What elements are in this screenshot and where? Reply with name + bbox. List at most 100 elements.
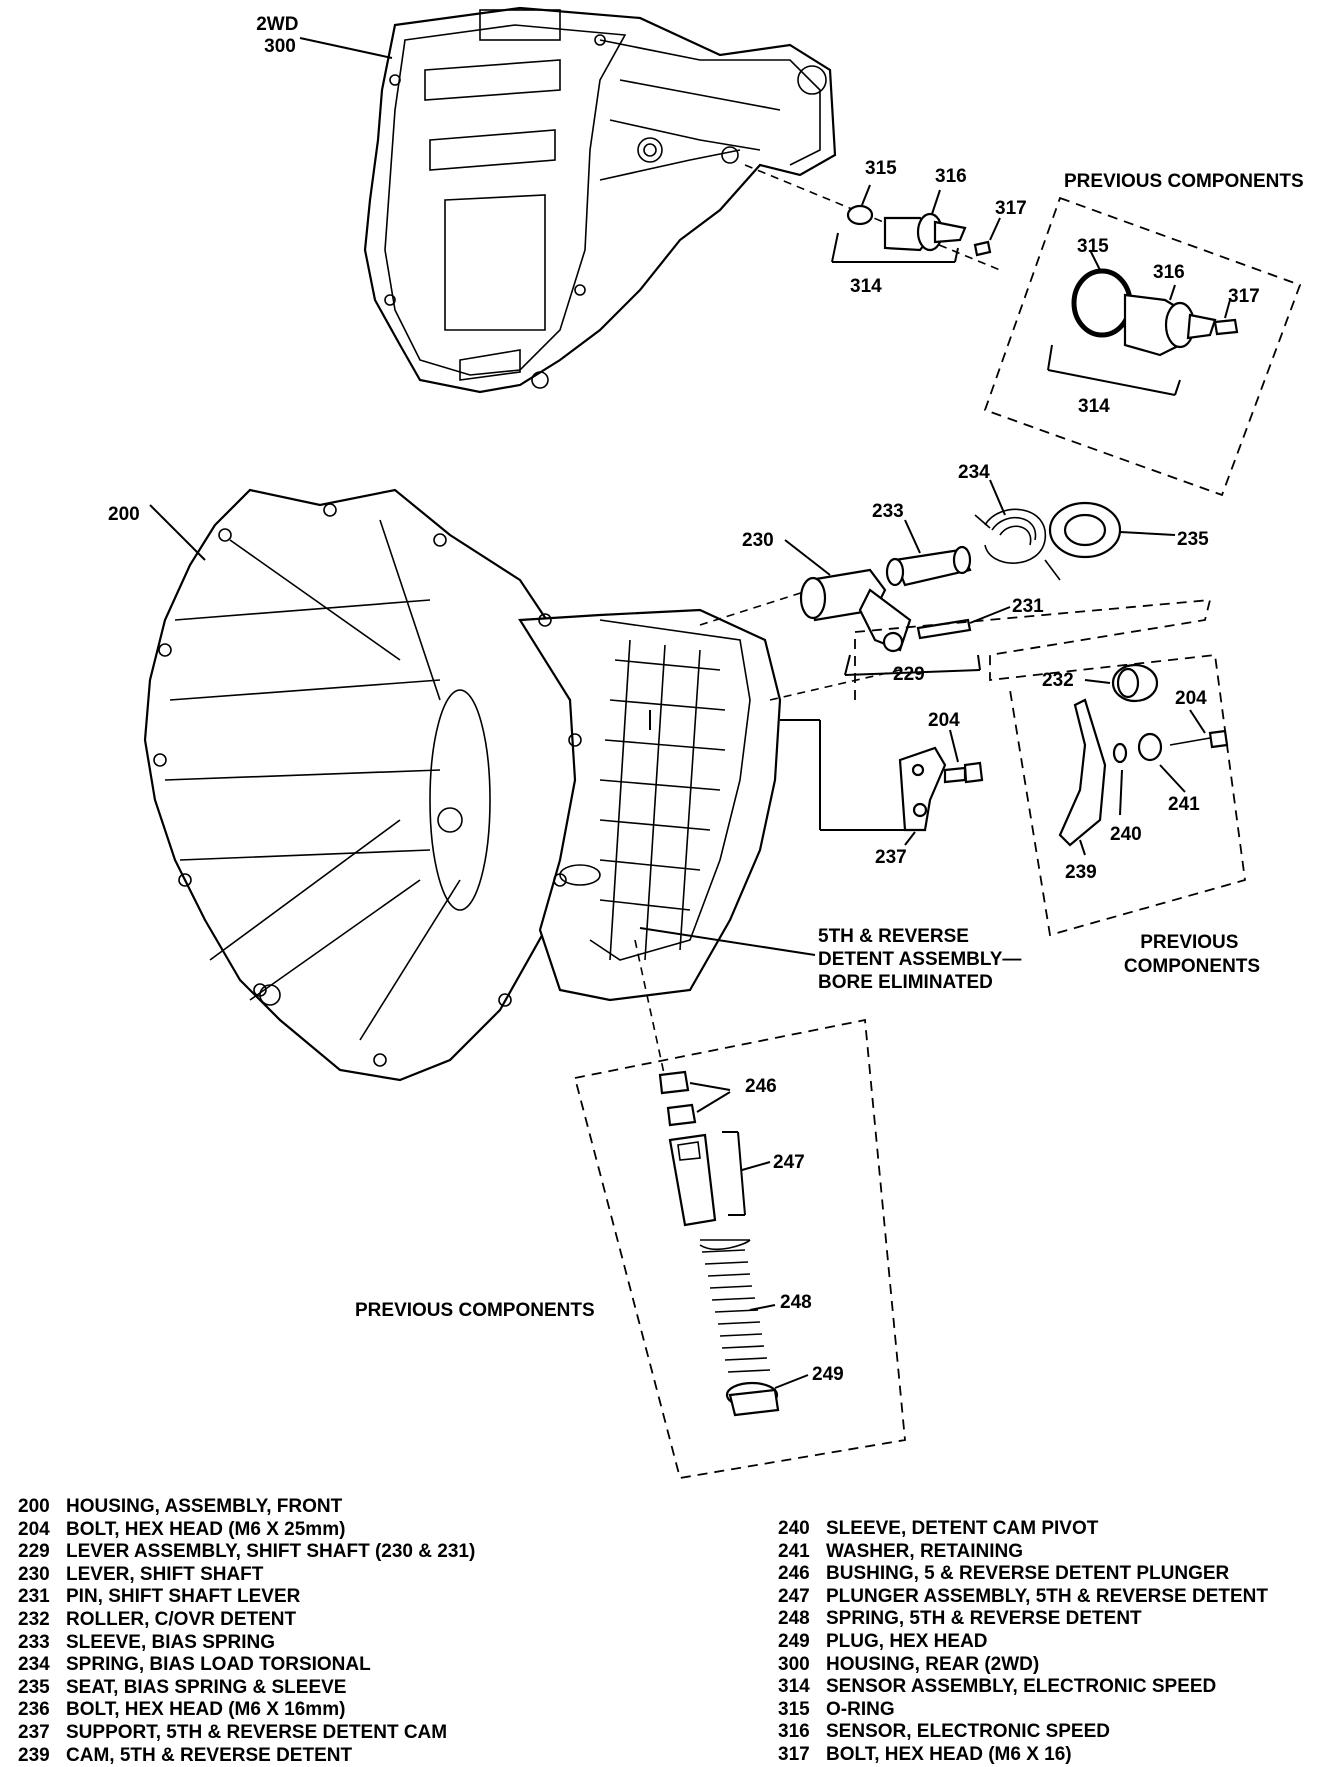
callout-204-cam: 204 — [1175, 688, 1207, 709]
legend-part-description: SPRING, 5TH & REVERSE DETENT — [826, 1608, 1142, 1630]
legend-part-number: 317 — [778, 1743, 810, 1765]
previous-components-box-top — [983, 196, 1302, 497]
callout-231: 231 — [1012, 596, 1044, 617]
legend-part-description: PLUG, HEX HEAD — [826, 1630, 988, 1652]
label-rear-housing-line1: 2WD — [256, 14, 298, 35]
legend-item: 249 PLUG, HEX HEAD — [778, 1631, 1268, 1654]
detent-cam-parts — [1058, 663, 1229, 847]
legend-part-number: 240 — [778, 1518, 810, 1539]
legend-item: 316 SENSOR, ELECTRONIC SPEED — [778, 1721, 1268, 1744]
legend-part-number: 314 — [778, 1676, 810, 1698]
sensor-assembly-small — [744, 164, 1001, 271]
detent-note-line3: BORE ELIMINATED — [818, 972, 993, 993]
previous-components-box-bottom — [573, 1018, 906, 1480]
detent-note-line2: DETENT ASSEMBLY— — [818, 949, 1021, 970]
callout-314-current: 314 — [850, 276, 882, 297]
callout-316-previous: 316 — [1153, 262, 1185, 283]
legend-part-number: 200 — [18, 1496, 50, 1517]
legend-part-description: BOLT, HEX HEAD (M6 X 16) — [826, 1743, 1072, 1765]
legend-part-number: 241 — [778, 1540, 810, 1562]
legend-part-description: SPRING, BIAS LOAD TORSIONAL — [66, 1654, 371, 1676]
parts-legend-right: 240 SLEEVE, DETENT CAM PIVOT 241 WASHER, RE… — [778, 1518, 1268, 1767]
callout-234: 234 — [958, 462, 990, 483]
legend-part-description: HOUSING, ASSEMBLY, FRONT — [66, 1496, 343, 1517]
front-housing-drawing — [143, 488, 782, 1082]
callout-230: 230 — [742, 530, 774, 551]
legend-part-number: 300 — [778, 1653, 810, 1675]
callout-239: 239 — [1065, 862, 1097, 883]
callout-240: 240 — [1110, 824, 1142, 845]
legend-part-number: 316 — [778, 1721, 810, 1743]
callout-248: 248 — [780, 1292, 812, 1313]
legend-item: 247 PLUNGER ASSEMBLY, 5TH & REVERSE DETEN… — [778, 1586, 1268, 1609]
legend-part-description: SLEEVE, DETENT CAM PIVOT — [826, 1518, 1099, 1539]
legend-part-number: 230 — [18, 1563, 50, 1585]
callout-314-previous: 314 — [1078, 396, 1110, 417]
legend-part-number: 249 — [778, 1630, 810, 1652]
header-previous-right-line1: PREVIOUS — [1140, 932, 1238, 953]
header-previous-components-top: PREVIOUS COMPONENTS — [1064, 171, 1304, 192]
legend-item: 234 SPRING, BIAS LOAD TORSIONAL — [18, 1654, 475, 1677]
legend-part-number: 237 — [18, 1721, 50, 1743]
legend-part-description: PLUNGER ASSEMBLY, 5TH & REVERSE DETENT — [826, 1585, 1269, 1607]
previous-components-box-right — [854, 598, 1246, 937]
legend-part-number: 248 — [778, 1608, 810, 1630]
label-front-housing: 200 — [108, 504, 140, 525]
legend-part-number: 233 — [18, 1631, 50, 1653]
legend-item: 240 SLEEVE, DETENT CAM PIVOT — [778, 1518, 1268, 1541]
legend-part-description: O-RING — [826, 1698, 895, 1720]
callout-249: 249 — [812, 1364, 844, 1385]
header-previous-components-bottom: PREVIOUS COMPONENTS — [355, 1300, 595, 1321]
legend-item: 300 HOUSING, REAR (2WD) — [778, 1654, 1268, 1677]
legend-item: 314 SENSOR ASSEMBLY, ELECTRONIC SPEED — [778, 1676, 1268, 1699]
callout-235: 235 — [1177, 529, 1209, 550]
legend-part-number: 315 — [778, 1698, 810, 1720]
legend-part-description: CAM, 5TH & REVERSE DETENT — [66, 1744, 353, 1766]
detent-note: 5TH & REVERSE DETENT ASSEMBLY— BORE ELIM… — [818, 926, 1027, 993]
legend-part-number: 234 — [18, 1654, 50, 1676]
legend-part-description: LEVER, SHIFT SHAFT — [66, 1563, 264, 1585]
label-rear-housing-line2: 300 — [264, 36, 296, 57]
legend-part-description: SEAT, BIAS SPRING & SLEEVE — [66, 1676, 347, 1698]
legend-item: 248 SPRING, 5TH & REVERSE DETENT — [778, 1608, 1268, 1631]
callout-241: 241 — [1168, 794, 1200, 815]
legend-part-description: SENSOR ASSEMBLY, ELECTRONIC SPEED — [826, 1676, 1217, 1698]
callout-315-current: 315 — [865, 158, 897, 179]
legend-part-number: 204 — [18, 1518, 50, 1540]
legend-item: 241 WASHER, RETAINING — [778, 1541, 1268, 1564]
legend-item: 235 SEAT, BIAS SPRING & SLEEVE — [18, 1677, 475, 1700]
legend-part-description: ROLLER, C/OVR DETENT — [66, 1608, 297, 1630]
legend-part-number: 247 — [778, 1585, 810, 1607]
callout-232: 232 — [1042, 670, 1074, 691]
callout-317-previous: 317 — [1228, 286, 1260, 307]
legend-item: 200 HOUSING, ASSEMBLY, FRONT — [18, 1496, 475, 1519]
rear-housing-drawing — [363, 6, 837, 394]
legend-part-number: 232 — [18, 1608, 50, 1630]
legend-item: 230 LEVER, SHIFT SHAFT — [18, 1564, 475, 1587]
shift-lever-group — [799, 501, 1122, 676]
legend-item: 232 ROLLER, C/OVR DETENT — [18, 1609, 475, 1632]
legend-part-number: 239 — [18, 1744, 50, 1766]
legend-item: 239 CAM, 5TH & REVERSE DETENT — [18, 1745, 475, 1767]
legend-part-description: LEVER ASSEMBLY, SHIFT SHAFT (230 & 231) — [66, 1541, 476, 1563]
legend-item: 317 BOLT, HEX HEAD (M6 X 16) — [778, 1744, 1268, 1767]
callout-204-support: 204 — [928, 710, 960, 731]
callout-237: 237 — [875, 847, 907, 868]
callout-247: 247 — [773, 1152, 805, 1173]
legend-part-description: BOLT, HEX HEAD (M6 X 16mm) — [66, 1699, 346, 1721]
legend-part-description: SENSOR, ELECTRONIC SPEED — [826, 1721, 1110, 1743]
legend-part-description: WASHER, RETAINING — [826, 1540, 1024, 1562]
header-previous-components-right: PREVIOUS COMPONENTS — [1124, 932, 1260, 977]
legend-part-description: HOUSING, REAR (2WD) — [826, 1653, 1040, 1675]
sensor-assembly-previous — [1047, 249, 1239, 396]
legend-part-number: 235 — [18, 1676, 50, 1698]
callout-229: 229 — [893, 664, 925, 685]
